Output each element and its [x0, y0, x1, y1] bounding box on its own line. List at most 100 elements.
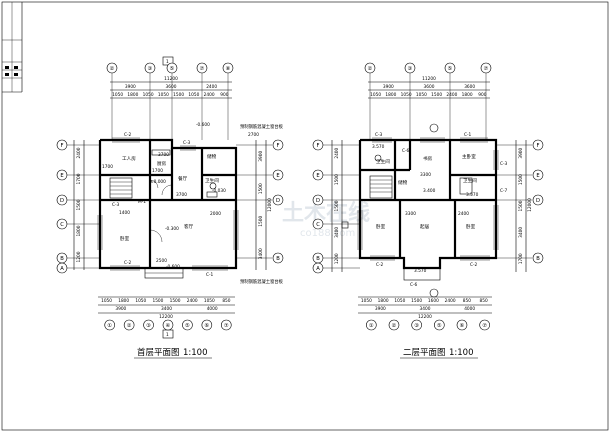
dim-bottom-fine: 1050 — [361, 298, 372, 304]
grid-bubble-left-circle — [312, 169, 324, 181]
dim-bottom-fine: 2400 — [187, 298, 198, 304]
window-tag: C-3 — [112, 202, 120, 208]
grid-bubble-right-circle — [272, 252, 284, 264]
grid-bubble-bottom: ⑤ — [437, 323, 442, 329]
dim-top-fine: 900 — [220, 92, 228, 98]
level-mark: -0.300 — [165, 226, 179, 232]
grid-bubble-bottom-circle — [182, 319, 193, 331]
window-tag: C-2 — [470, 262, 478, 268]
grid-bubble-right: D — [276, 198, 280, 204]
grid-bubble-left-circle — [312, 262, 324, 274]
dim-left: 1200 — [334, 253, 340, 264]
watermark-sub: co188.com — [300, 228, 355, 239]
grid-bubble-left: C — [60, 222, 64, 228]
grid-bubble-bottom: ④ — [166, 323, 171, 329]
grid-bubble-left-circle — [56, 169, 68, 181]
dim-left: 2400 — [334, 147, 340, 158]
grid-bubble-bottom: ⑦ — [224, 323, 229, 329]
dim-top-fine: 1050 — [370, 92, 381, 98]
inner-dim: 3300 — [420, 172, 431, 178]
grid-bubble-left: E — [316, 173, 319, 179]
inner-dim: 2000 — [210, 211, 221, 217]
grid-bubble-bottom: ① — [107, 323, 112, 329]
toilet-fixture — [374, 154, 382, 162]
dim-right: 3400 — [258, 248, 264, 259]
level-mark: 3.570 — [372, 144, 385, 150]
level-mark: ±0.000 — [150, 179, 166, 185]
dim-bottom-fine: 2400 — [445, 298, 456, 304]
dim-bottom-fine: 850 — [463, 298, 471, 304]
grid-bubble-right: E — [536, 173, 539, 179]
dim-top-fine: 1800 — [385, 92, 396, 98]
grid-bubble-top-circle — [404, 62, 416, 74]
second-floor-plan: 卫生间 书房 主卧室 储物 卫生间 卧室 起居 卧室 3.570 3.400 3… — [322, 72, 532, 359]
grid-bubble-bottom-circle — [104, 319, 116, 331]
dim-bottom-fine: 1500 — [411, 298, 422, 304]
dim-left: 3400 — [334, 227, 340, 238]
dim-top-total: 11200 — [422, 76, 436, 82]
grid-bubble-top-circle — [196, 62, 208, 74]
grid-bubble-bottom: ⑥ — [205, 323, 210, 329]
dim-top-fine: 2400 — [204, 92, 215, 98]
grid-bubble-bottom-circle — [162, 319, 174, 331]
dim-bottom-fine: 850 — [480, 298, 488, 304]
plan-scale: 1:100 — [183, 348, 208, 358]
dim-left: 1700 — [76, 173, 82, 184]
grid-bubble-left-circle — [312, 218, 324, 230]
dim-top-mid: 3600 — [464, 84, 475, 90]
grid-bubble-right-circle — [272, 194, 284, 206]
grid-bubble-left: F — [61, 143, 64, 149]
dim-bottom-fine: 1050 — [101, 298, 112, 304]
grid-bubble-bottom-circle — [123, 319, 135, 331]
grid-bubble-bottom: ② — [127, 323, 132, 329]
dim-top-fine: 1500 — [431, 92, 442, 98]
grid-bubble-bottom-circle — [479, 319, 490, 331]
dim-bottom-mid: 4000 — [207, 306, 218, 312]
dim-top-fine: 1050 — [401, 92, 412, 98]
grid-bubble-left-circle — [312, 194, 324, 206]
room-label-bedroom: 卧室 — [120, 235, 130, 242]
dim-right: 1500 — [518, 200, 524, 211]
section-mark-label: 1 — [166, 59, 169, 65]
grid-bubble-left: B — [60, 256, 64, 262]
window-tag: C-6 — [402, 148, 410, 154]
grid-bubble-bottom: ③ — [146, 323, 151, 329]
level-mark: -0.030 — [212, 188, 226, 194]
inner-dim: 3700 — [176, 192, 187, 198]
level-mark: 3.400 — [423, 188, 436, 194]
stair — [109, 177, 133, 199]
dim-right: 3400 — [518, 227, 524, 238]
balcony — [403, 267, 441, 281]
dim-left: 1500 — [334, 200, 340, 211]
dim-bottom-mid: 3900 — [115, 306, 126, 312]
dim-top-mid: 3900 — [125, 84, 136, 90]
room-label-wc2: 卫生间 — [463, 177, 477, 184]
inner-dim: 1700 — [152, 168, 163, 174]
room-label-wc: 卫生间 — [205, 177, 219, 184]
dim-right: 1500 — [258, 183, 264, 194]
grid-bubble-left-circle — [56, 194, 68, 206]
dim-right: 3900 — [258, 151, 264, 162]
window-tag: C-1 — [464, 132, 472, 138]
room-label-study: 书房 — [423, 155, 433, 162]
grid-bubble-right-circle — [532, 169, 544, 181]
dim-top-fine: 1800 — [462, 92, 473, 98]
room-label-storage: 储物 — [207, 153, 217, 160]
grid-bubble-right: D — [536, 198, 540, 204]
grid-bubble-right: B — [536, 256, 540, 262]
room-label-bedroom2: 卧室 — [466, 223, 476, 230]
grid-bubble-top: ⑦ — [484, 66, 489, 72]
window-tag: C-2 — [376, 262, 384, 268]
inner-dim: 1400 — [119, 210, 130, 216]
dim-top-fine: 2400 — [446, 92, 457, 98]
grid-bubble-top: ⑧ — [226, 66, 231, 72]
grid-bubble-right-circle — [532, 139, 544, 151]
room-label-dining: 餐厅 — [178, 175, 188, 182]
dim-top-mid: 2400 — [206, 84, 217, 90]
grid-bubble-right: B — [276, 256, 280, 262]
dim-bottom-mid: 3900 — [375, 306, 386, 312]
grid-bubble-top: ③ — [148, 66, 153, 72]
